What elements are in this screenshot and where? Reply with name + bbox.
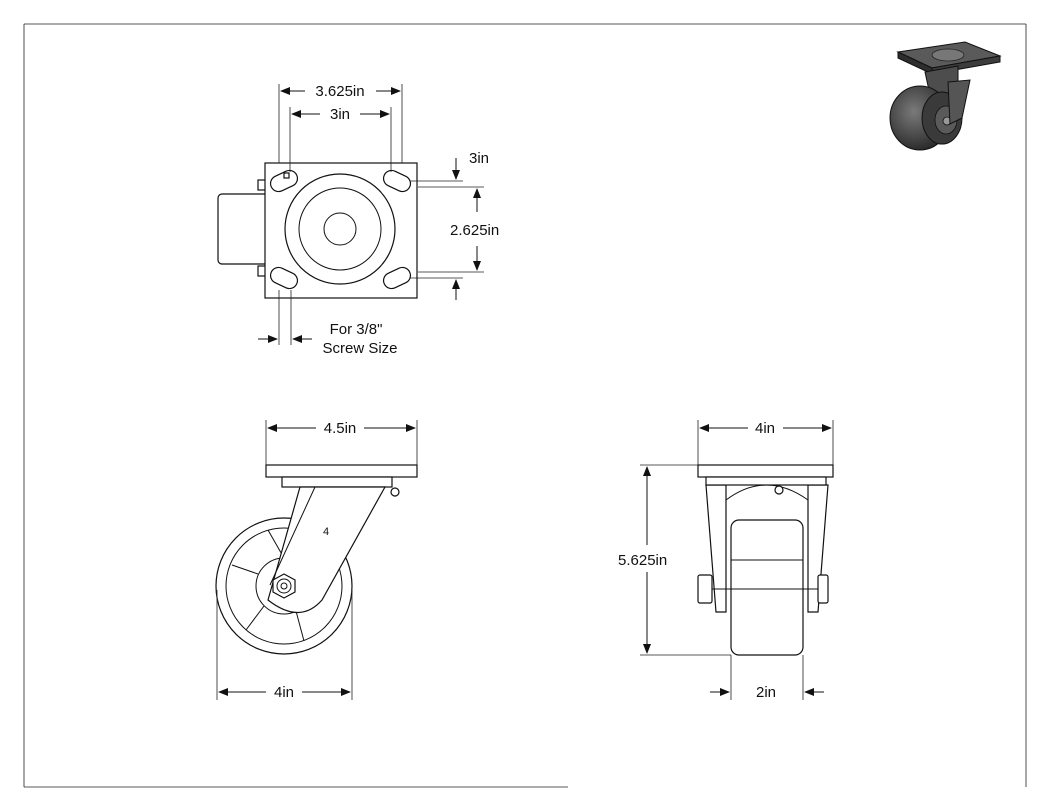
- slot-top-right: [382, 169, 412, 193]
- dim-front-wheel-width: 2in: [756, 684, 776, 701]
- top-view: 3.625in 3in 3in 2.625in For 3/8" Screw S…: [217, 83, 499, 357]
- raceway-outer: [284, 173, 396, 285]
- front-view-axle-bolt: [697, 574, 713, 604]
- dim-front-plate-width: 4in: [755, 420, 775, 437]
- front-view: 4in 5.625in 2in: [618, 420, 834, 701]
- screw-note-line1: For 3/8": [330, 321, 383, 338]
- dim-top-bolt-spacing-y-top: 3in: [469, 150, 489, 167]
- dim-top-bolt-spacing-y: 2.625in: [450, 222, 499, 239]
- side-view-wheel-mark: 4: [323, 526, 329, 538]
- side-view: 4 4.5in 4in: [215, 420, 418, 701]
- dim-front-overall-height: 5.625in: [618, 552, 667, 569]
- front-view-wheel: [730, 519, 804, 656]
- side-view-raceway: [281, 476, 393, 488]
- side-view-plate: [265, 464, 418, 478]
- front-view-plate: [697, 464, 834, 478]
- grease-fitting: [283, 172, 290, 179]
- dim-side-wheel-diameter: 4in: [274, 684, 294, 701]
- dim-top-bolt-spacing-x: 3in: [330, 106, 350, 123]
- front-view-raceway: [705, 476, 827, 486]
- isometric-caster-image: [889, 41, 1002, 151]
- front-view-axle-nut: [817, 574, 829, 604]
- raceway-inner: [298, 187, 382, 271]
- slot-bottom-left: [269, 266, 299, 290]
- top-view-wheel: [217, 193, 269, 265]
- kingpin-hole: [323, 212, 357, 246]
- slot-top-left: [269, 169, 299, 193]
- screw-note-line2: Screw Size: [322, 340, 397, 357]
- slot-bottom-right: [382, 266, 412, 290]
- dim-top-overall-width: 3.625in: [315, 83, 364, 100]
- side-view-wheel-rim: [225, 527, 343, 645]
- side-view-fork-leg: [267, 486, 387, 613]
- dim-side-plate-width: 4.5in: [324, 420, 357, 437]
- sheet-border: [23, 23, 1027, 788]
- side-view-grease-fitting: [390, 487, 400, 497]
- side-view-axle-nut: [272, 573, 296, 599]
